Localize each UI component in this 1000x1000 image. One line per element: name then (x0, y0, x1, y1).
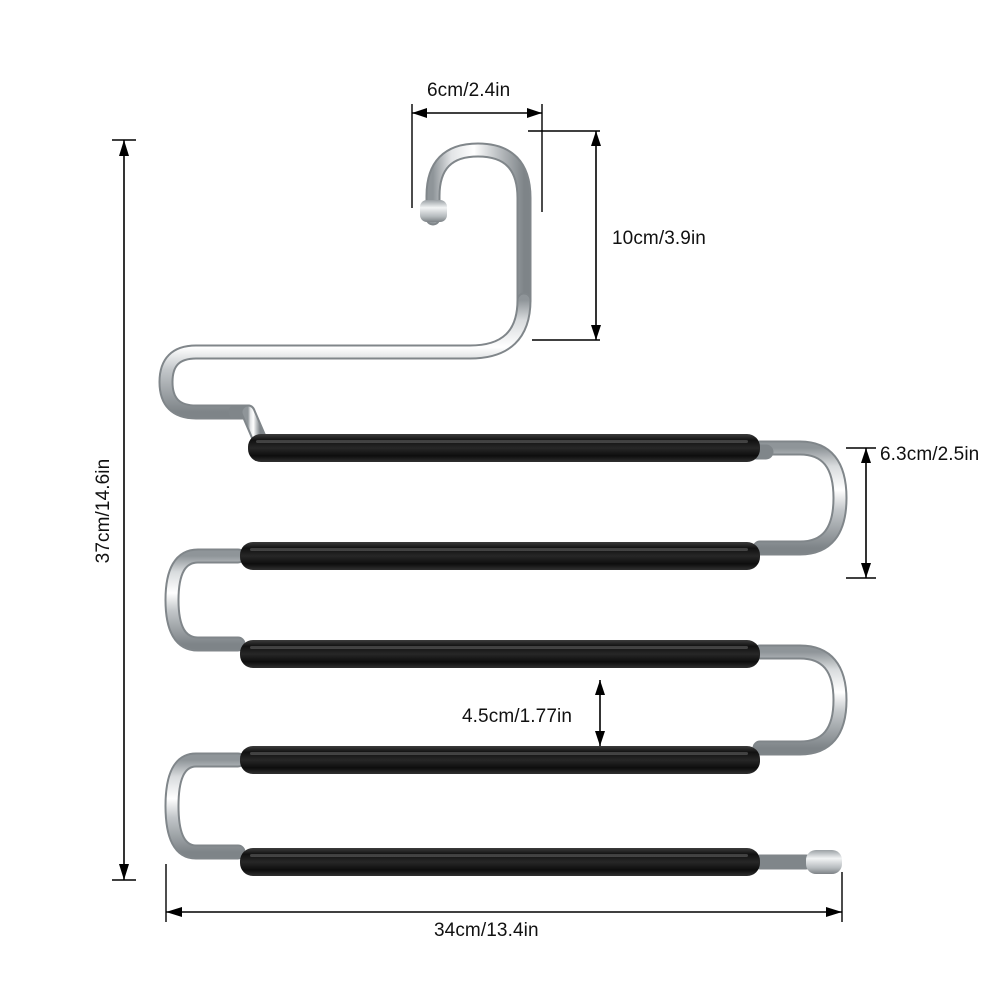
dim-tier-gap (595, 680, 605, 746)
dimension-label-hook-width: 6cm/2.4in (427, 80, 511, 101)
dimension-label-tier-gap: 4.5cm/1.77in (462, 706, 572, 727)
dim-hook-height (528, 130, 601, 341)
arrow-left-icon (166, 907, 182, 917)
arrow-down-icon (119, 864, 129, 880)
arrow-down-icon (595, 731, 605, 746)
dim-total-width (165, 864, 843, 922)
dimension-label-bar-gap: 6.3cm/2.5in (880, 444, 980, 465)
arrow-up-icon (861, 448, 871, 463)
dimension-label-total-width: 34cm/13.4in (434, 920, 539, 941)
grip-bar-2 (240, 542, 760, 570)
end-caps (420, 200, 842, 874)
dim-total-height (112, 139, 136, 881)
grip-bar-1 (248, 434, 760, 462)
arrow-up-icon (595, 680, 605, 695)
dim-bar-gap (846, 447, 876, 579)
foam-grips (240, 434, 760, 876)
dimension-annotations (112, 104, 876, 922)
grip-bar-4 (240, 746, 760, 774)
grip-bar-3 (240, 640, 760, 668)
grip-bar-5 (240, 848, 760, 876)
arrow-right-icon (826, 907, 842, 917)
bottom-end-cap (806, 850, 842, 874)
arrow-down-icon (861, 563, 871, 578)
dimension-label-total-height: 37cm/14.6in (93, 458, 114, 564)
arrow-right-icon (527, 108, 542, 118)
dimension-label-hook-height: 10cm/3.9in (612, 228, 706, 249)
arrow-down-icon (591, 325, 601, 340)
arrow-left-icon (412, 108, 427, 118)
arrow-up-icon (119, 140, 129, 156)
arrow-up-icon (591, 131, 601, 146)
dim-hook-width (411, 104, 543, 212)
hook-end-cap (420, 200, 447, 222)
